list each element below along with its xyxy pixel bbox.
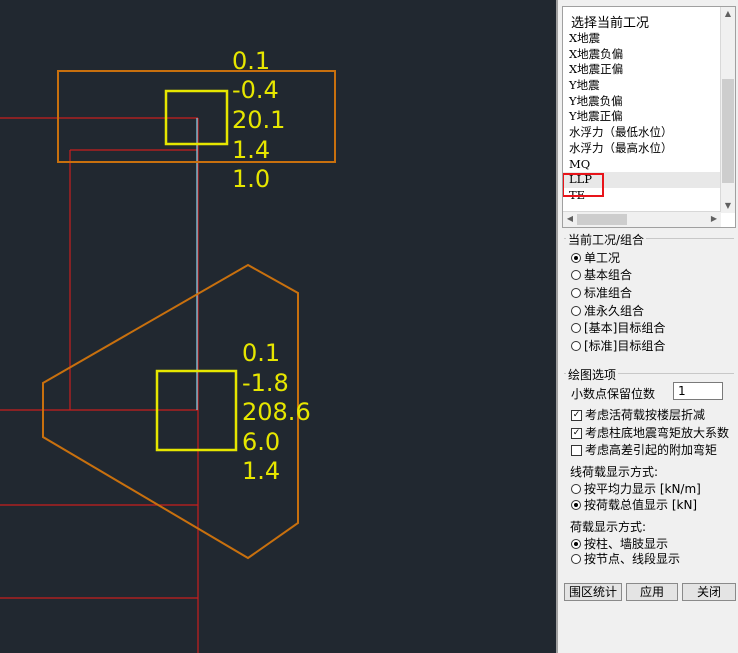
- lower-value: 0.1: [242, 339, 280, 367]
- scroll-down-icon[interactable]: ▼: [724, 201, 732, 210]
- decimals-input[interactable]: [673, 382, 723, 400]
- line-load-title: 线荷载显示方式:: [570, 465, 659, 479]
- radio-icon[interactable]: [571, 500, 581, 510]
- list-item[interactable]: Y地震负偏: [569, 93, 623, 108]
- lower-value: 1.4: [242, 457, 280, 485]
- list-item[interactable]: Y地震: [569, 78, 600, 93]
- radio-quasi-permanent[interactable]: 准永久组合: [571, 303, 644, 319]
- highlight-box: [563, 173, 604, 197]
- radio-icon[interactable]: [571, 554, 581, 564]
- decimals-label: 小数点保留位数: [571, 387, 656, 401]
- drawing-title: 绘图选项: [566, 366, 619, 383]
- load-display-title: 荷载显示方式:: [570, 520, 647, 534]
- radio-standard-target[interactable]: [标准]目标组合: [571, 338, 665, 354]
- checkbox-seismic-amplify[interactable]: ✓考虑柱底地震弯矩放大系数: [571, 426, 730, 440]
- radio-by-node-segment[interactable]: 按节点、线段显示: [571, 551, 680, 567]
- scroll-right-icon[interactable]: ▶: [710, 214, 718, 223]
- list-title: 选择当前工况: [571, 16, 650, 31]
- list-item[interactable]: X地震负偏: [569, 46, 624, 61]
- list-item[interactable]: 水浮力（最低水位）: [569, 125, 673, 140]
- region-stats-button[interactable]: 围区统计: [564, 583, 622, 601]
- hscroll-thumb[interactable]: [577, 214, 627, 225]
- lower-value: 6.0: [242, 428, 280, 456]
- radio-total-value[interactable]: 按荷载总值显示 [kN]: [571, 497, 697, 513]
- upper-value: 0.1: [232, 47, 270, 75]
- upper-value: -0.4: [232, 76, 279, 104]
- list-item[interactable]: TE: [569, 187, 586, 202]
- apply-button[interactable]: 应用: [626, 583, 678, 601]
- radio-standard-combo[interactable]: 标准组合: [571, 285, 632, 301]
- horizontal-scrollbar[interactable]: ◀ ▶: [563, 211, 721, 227]
- red-beam-lines: [0, 117, 199, 653]
- vertical-scrollbar[interactable]: ▲ ▼: [720, 7, 735, 213]
- drawing-canvas[interactable]: 0.1 -0.4 20.1 1.4 1.0 0.1 -1.8 208.6 6.0…: [0, 0, 556, 653]
- combo-title: 当前工况/组合: [566, 231, 647, 248]
- radio-icon[interactable]: [571, 484, 581, 494]
- options-panel: 选择当前工况 X地震 X地震负偏 X地震正偏 Y地震 Y地震负偏 Y地震正偏 水…: [556, 0, 738, 653]
- upper-column-values: 0.1 -0.4 20.1 1.4 1.0: [232, 47, 285, 193]
- radio-icon[interactable]: [571, 288, 581, 298]
- lower-column[interactable]: [155, 369, 238, 452]
- checkbox-icon[interactable]: [571, 444, 582, 456]
- scroll-up-icon[interactable]: ▲: [724, 9, 732, 18]
- radio-icon[interactable]: [571, 270, 581, 280]
- radio-icon[interactable]: [571, 323, 581, 333]
- list-item[interactable]: MQ: [569, 156, 591, 171]
- list-item[interactable]: 水浮力（最高水位）: [569, 140, 673, 155]
- radio-icon[interactable]: [571, 306, 581, 316]
- lower-value: 208.6: [242, 398, 311, 426]
- list-item[interactable]: X地震: [569, 31, 601, 45]
- checkbox-live-load-reduction[interactable]: ✓考虑活荷载按楼层折减: [571, 408, 706, 422]
- radio-icon[interactable]: [571, 341, 581, 351]
- radio-icon[interactable]: [571, 253, 581, 263]
- checkbox-elevation-moment[interactable]: 考虑高差引起的附加弯矩: [571, 442, 717, 458]
- load-case-listbox[interactable]: 选择当前工况 X地震 X地震负偏 X地震正偏 Y地震 Y地震负偏 Y地震正偏 水…: [562, 6, 736, 228]
- radio-by-column-wall[interactable]: 按柱、墙肢显示: [571, 536, 668, 552]
- drawing-group: [564, 373, 734, 569]
- radio-icon[interactable]: [571, 539, 581, 549]
- upper-column[interactable]: [164, 89, 229, 146]
- radio-basic-target[interactable]: [基本]目标组合: [571, 320, 665, 336]
- list-item[interactable]: Y地震正偏: [569, 109, 623, 124]
- checkbox-icon[interactable]: ✓: [571, 427, 582, 439]
- checkbox-icon[interactable]: ✓: [571, 409, 582, 421]
- lower-column-values: 0.1 -1.8 208.6 6.0 1.4: [242, 339, 311, 485]
- lower-foundation-outline[interactable]: [42, 263, 299, 560]
- close-button[interactable]: 关闭: [682, 583, 736, 601]
- cad-drawing: 0.1 -0.4 20.1 1.4 1.0 0.1 -1.8 208.6 6.0…: [0, 47, 336, 653]
- radio-basic-combo[interactable]: 基本组合: [571, 267, 632, 283]
- scroll-thumb[interactable]: [722, 79, 734, 183]
- upper-foundation-outline[interactable]: [57, 70, 336, 163]
- load-case-list: X地震 X地震负偏 X地震正偏 Y地震 Y地震负偏 Y地震正偏 水浮力（最低水位…: [563, 31, 723, 204]
- scroll-left-icon[interactable]: ◀: [566, 214, 574, 223]
- lower-value: -1.8: [242, 369, 289, 397]
- upper-value: 1.0: [232, 165, 270, 193]
- combo-group: [564, 238, 734, 357]
- list-item[interactable]: X地震正偏: [569, 62, 624, 77]
- radio-average-force[interactable]: 按平均力显示 [kN/m]: [571, 481, 701, 497]
- radio-single-case[interactable]: 单工况: [571, 250, 620, 266]
- upper-value: 20.1: [232, 106, 285, 134]
- upper-value: 1.4: [232, 136, 270, 164]
